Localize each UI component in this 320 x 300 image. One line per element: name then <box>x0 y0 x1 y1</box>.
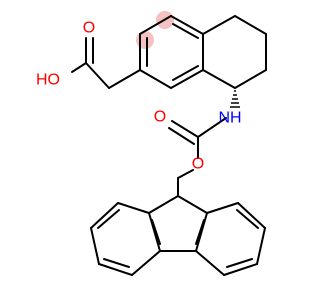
bond-c-oh <box>71 62 87 73</box>
label-carbonyl-o-top: O <box>83 20 95 37</box>
bond-rb-in-2 <box>236 209 259 229</box>
bond-lb-3 <box>98 263 133 276</box>
bond-lb-in-3 <box>151 219 161 245</box>
atom-labels: O HO NH O O <box>36 20 242 173</box>
bond-rb-1 <box>195 212 208 252</box>
bond-c-o-double-4 <box>168 127 195 145</box>
bond-fl-ch-left <box>148 195 179 214</box>
bond-lb-2 <box>131 250 161 276</box>
bond-lb-5 <box>90 202 119 229</box>
bond-rb-in-3 <box>195 219 205 245</box>
bond-ch2 <box>108 69 141 89</box>
bond-sat-4 <box>234 69 267 89</box>
bond-sat-2 <box>234 15 267 35</box>
bond-ar-6 <box>139 15 172 35</box>
hashed-wedge-bond <box>230 90 240 108</box>
bond-sat-5 <box>202 69 236 89</box>
bond-acid-c <box>85 62 110 89</box>
label-carbamate-o-double: O <box>154 109 166 126</box>
bond-ar-1-inner <box>172 23 199 39</box>
bond-lb-1 <box>148 212 161 252</box>
bond-n-c <box>197 117 227 138</box>
label-hydroxyl: HO <box>36 72 60 89</box>
bond-rb-4 <box>256 227 266 265</box>
bond-c-o-double-3 <box>171 120 199 138</box>
bond-sat-1 <box>202 15 236 35</box>
bond-ar-3 <box>170 69 204 89</box>
bond-ar-3-inner <box>172 65 199 81</box>
bond-lb-in-2 <box>97 209 120 229</box>
bond-fl-ch-right <box>177 195 208 214</box>
bond-lb-4 <box>90 227 100 265</box>
bond-o-ch2 <box>177 169 194 179</box>
bond-rb-3 <box>223 263 258 276</box>
bond-ar-1 <box>170 15 204 35</box>
label-amine: NH <box>218 110 241 127</box>
label-carbamate-o-single: O <box>192 156 204 173</box>
bond-rb-6 <box>206 202 239 214</box>
bond-rb-2 <box>195 250 225 276</box>
bonds <box>71 15 267 276</box>
bond-lb-6 <box>117 202 150 214</box>
bond-ar-4 <box>139 69 172 89</box>
highlight-atom-2 <box>136 31 154 49</box>
molecule-structure: O HO NH O O <box>36 11 267 276</box>
bond-rb-in-1 <box>226 258 253 268</box>
bond-lb-in-1 <box>103 258 130 268</box>
bond-rb-5 <box>237 202 266 229</box>
